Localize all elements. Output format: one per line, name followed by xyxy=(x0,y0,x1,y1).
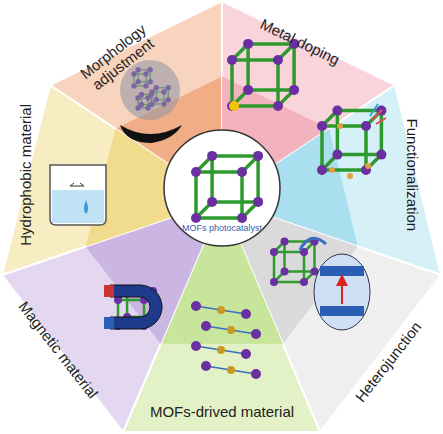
center-circle: MOFs photocatalyst xyxy=(162,128,282,248)
mof-cube xyxy=(191,151,263,223)
sector-label: Functionalization xyxy=(404,119,420,232)
mof-cube xyxy=(135,92,154,111)
mof-cube xyxy=(270,238,319,287)
swirl xyxy=(120,125,182,143)
mof-cube xyxy=(317,106,386,175)
center-label: MOFs photocatalyst xyxy=(182,224,262,233)
mof-cube xyxy=(61,192,86,217)
mof-cube xyxy=(149,85,171,107)
sector-label: Hydrophobic material xyxy=(18,104,34,246)
sphere xyxy=(120,60,180,120)
mof-cube xyxy=(114,287,157,330)
mof-cube xyxy=(227,39,299,111)
mof-cube xyxy=(131,67,153,89)
dopant xyxy=(229,101,239,111)
sector-label: MOFs-drived material xyxy=(150,404,294,420)
